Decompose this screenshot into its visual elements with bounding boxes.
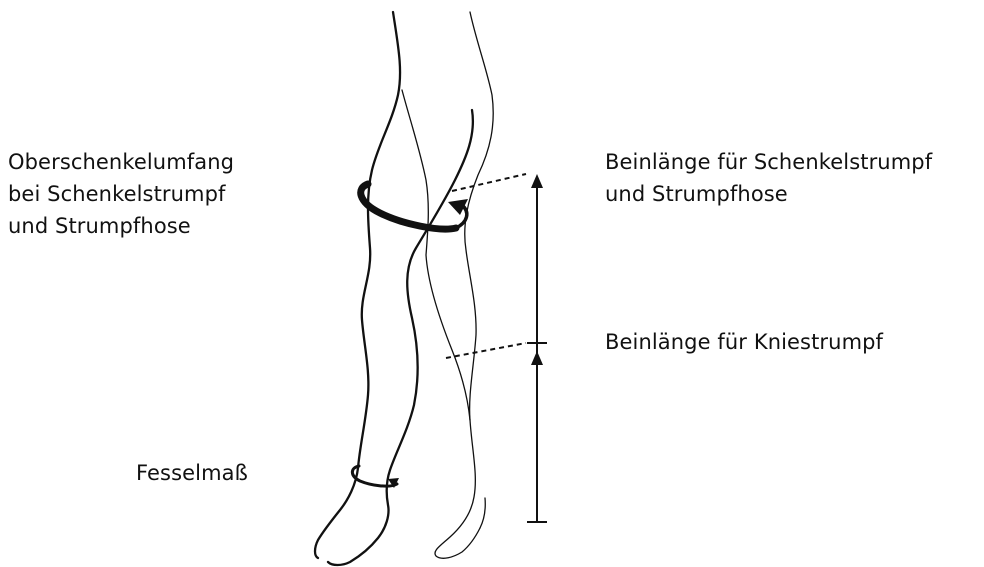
measure-knee-arrow-icon <box>531 351 543 365</box>
thigh-circumference-band <box>361 184 468 229</box>
ankle-measure-label-text: Fesselmaß <box>136 457 248 489</box>
leg-length-knee-label-text: Beinlänge für Kniestrumpf <box>605 326 883 358</box>
thigh-circumference-label: Oberschenkelumfang bei Schenkelstrumpf u… <box>8 146 234 242</box>
leg-length-knee-label: Beinlänge für Kniestrumpf <box>605 326 883 358</box>
knee-reference-line <box>446 343 526 358</box>
thigh-reference-line <box>452 174 526 191</box>
back-leg-outline <box>402 12 493 558</box>
ankle-circumference-band <box>352 466 399 488</box>
leg-length-thigh-label-line1: Beinlänge für Schenkelstrumpf <box>605 146 932 178</box>
leg-length-thigh-label: Beinlänge für Schenkelstrumpf und Strump… <box>605 146 932 210</box>
thigh-circumference-label-line2: bei Schenkelstrumpf <box>8 178 234 210</box>
leg-length-thigh-label-line2: und Strumpfhose <box>605 178 932 210</box>
thigh-circumference-label-line1: Oberschenkelumfang <box>8 146 234 178</box>
measure-top-arrow-icon <box>531 174 543 188</box>
thigh-circumference-label-line3: und Strumpfhose <box>8 210 234 242</box>
leg-length-measure <box>527 174 547 522</box>
ankle-measure-label: Fesselmaß <box>136 457 248 489</box>
